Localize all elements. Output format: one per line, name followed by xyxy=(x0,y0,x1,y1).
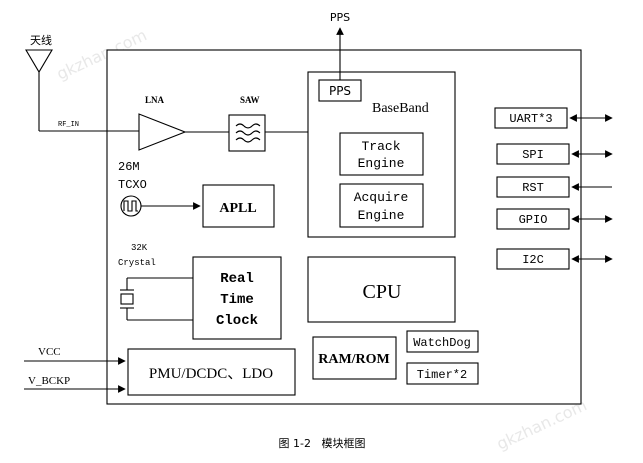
tcxo-freq-label: 26M xyxy=(118,160,140,174)
acquire-engine-block xyxy=(339,183,424,228)
pps-box-label: PPS xyxy=(329,84,351,98)
crystal-label: Crystal xyxy=(118,258,156,268)
gpio-label: GPIO xyxy=(519,213,548,227)
rtc-line1: Real xyxy=(220,271,254,287)
vcc-label: VCC xyxy=(38,346,61,358)
crystal-icon xyxy=(120,277,193,321)
watchdog-label: WatchDog xyxy=(413,336,471,350)
i2c-block xyxy=(496,248,570,270)
rst-label: RST xyxy=(522,181,544,195)
timer-label: Timer*2 xyxy=(417,368,467,382)
pmu-block xyxy=(127,348,296,396)
pps-output-label: PPS xyxy=(330,11,350,24)
uart-label: UART*3 xyxy=(509,112,552,126)
antenna-icon xyxy=(25,49,139,132)
saw-filter-box xyxy=(228,114,266,152)
figure-caption: 图 1-2 模块框图 xyxy=(279,437,366,450)
rtc-line2: Time xyxy=(220,292,254,308)
lna-amplifier-icon xyxy=(138,113,187,151)
spi-label: SPI xyxy=(522,148,544,162)
i2c-label: I2C xyxy=(522,253,544,267)
track-engine-line1: Track xyxy=(361,139,400,154)
baseband-label: BaseBand xyxy=(372,101,429,116)
rtc-line3: Clock xyxy=(216,313,258,329)
ram-rom-label: RAM/ROM xyxy=(318,352,390,367)
rtc-block xyxy=(192,256,282,340)
lna-label: LNA xyxy=(145,95,165,105)
pmu-label: PMU/DCDC、LDO xyxy=(149,366,273,382)
rst-block xyxy=(496,176,570,198)
uart-block xyxy=(494,107,568,129)
acquire-engine-line2: Engine xyxy=(358,208,405,223)
saw-label: SAW xyxy=(240,95,260,105)
tcxo-label: TCXO xyxy=(118,178,147,192)
antenna-label: 天线 xyxy=(30,33,52,47)
timer-block xyxy=(406,362,479,385)
vbckp-label: V_BCKP xyxy=(28,375,70,387)
saw-filter-icon xyxy=(235,123,261,143)
apll-block xyxy=(202,184,275,228)
track-engine-block xyxy=(339,132,424,176)
crystal-freq-label: 32K xyxy=(131,243,148,253)
ram-rom-block xyxy=(312,336,397,380)
spi-block xyxy=(496,143,570,165)
rf-in-label: RF_IN xyxy=(58,121,79,129)
track-engine-line2: Engine xyxy=(358,156,405,171)
gpio-block xyxy=(496,208,570,230)
cpu-block xyxy=(307,256,456,323)
apll-label: APLL xyxy=(219,201,256,216)
cpu-label: CPU xyxy=(363,281,402,303)
acquire-engine-line1: Acquire xyxy=(354,190,409,205)
watchdog-block xyxy=(406,330,479,353)
